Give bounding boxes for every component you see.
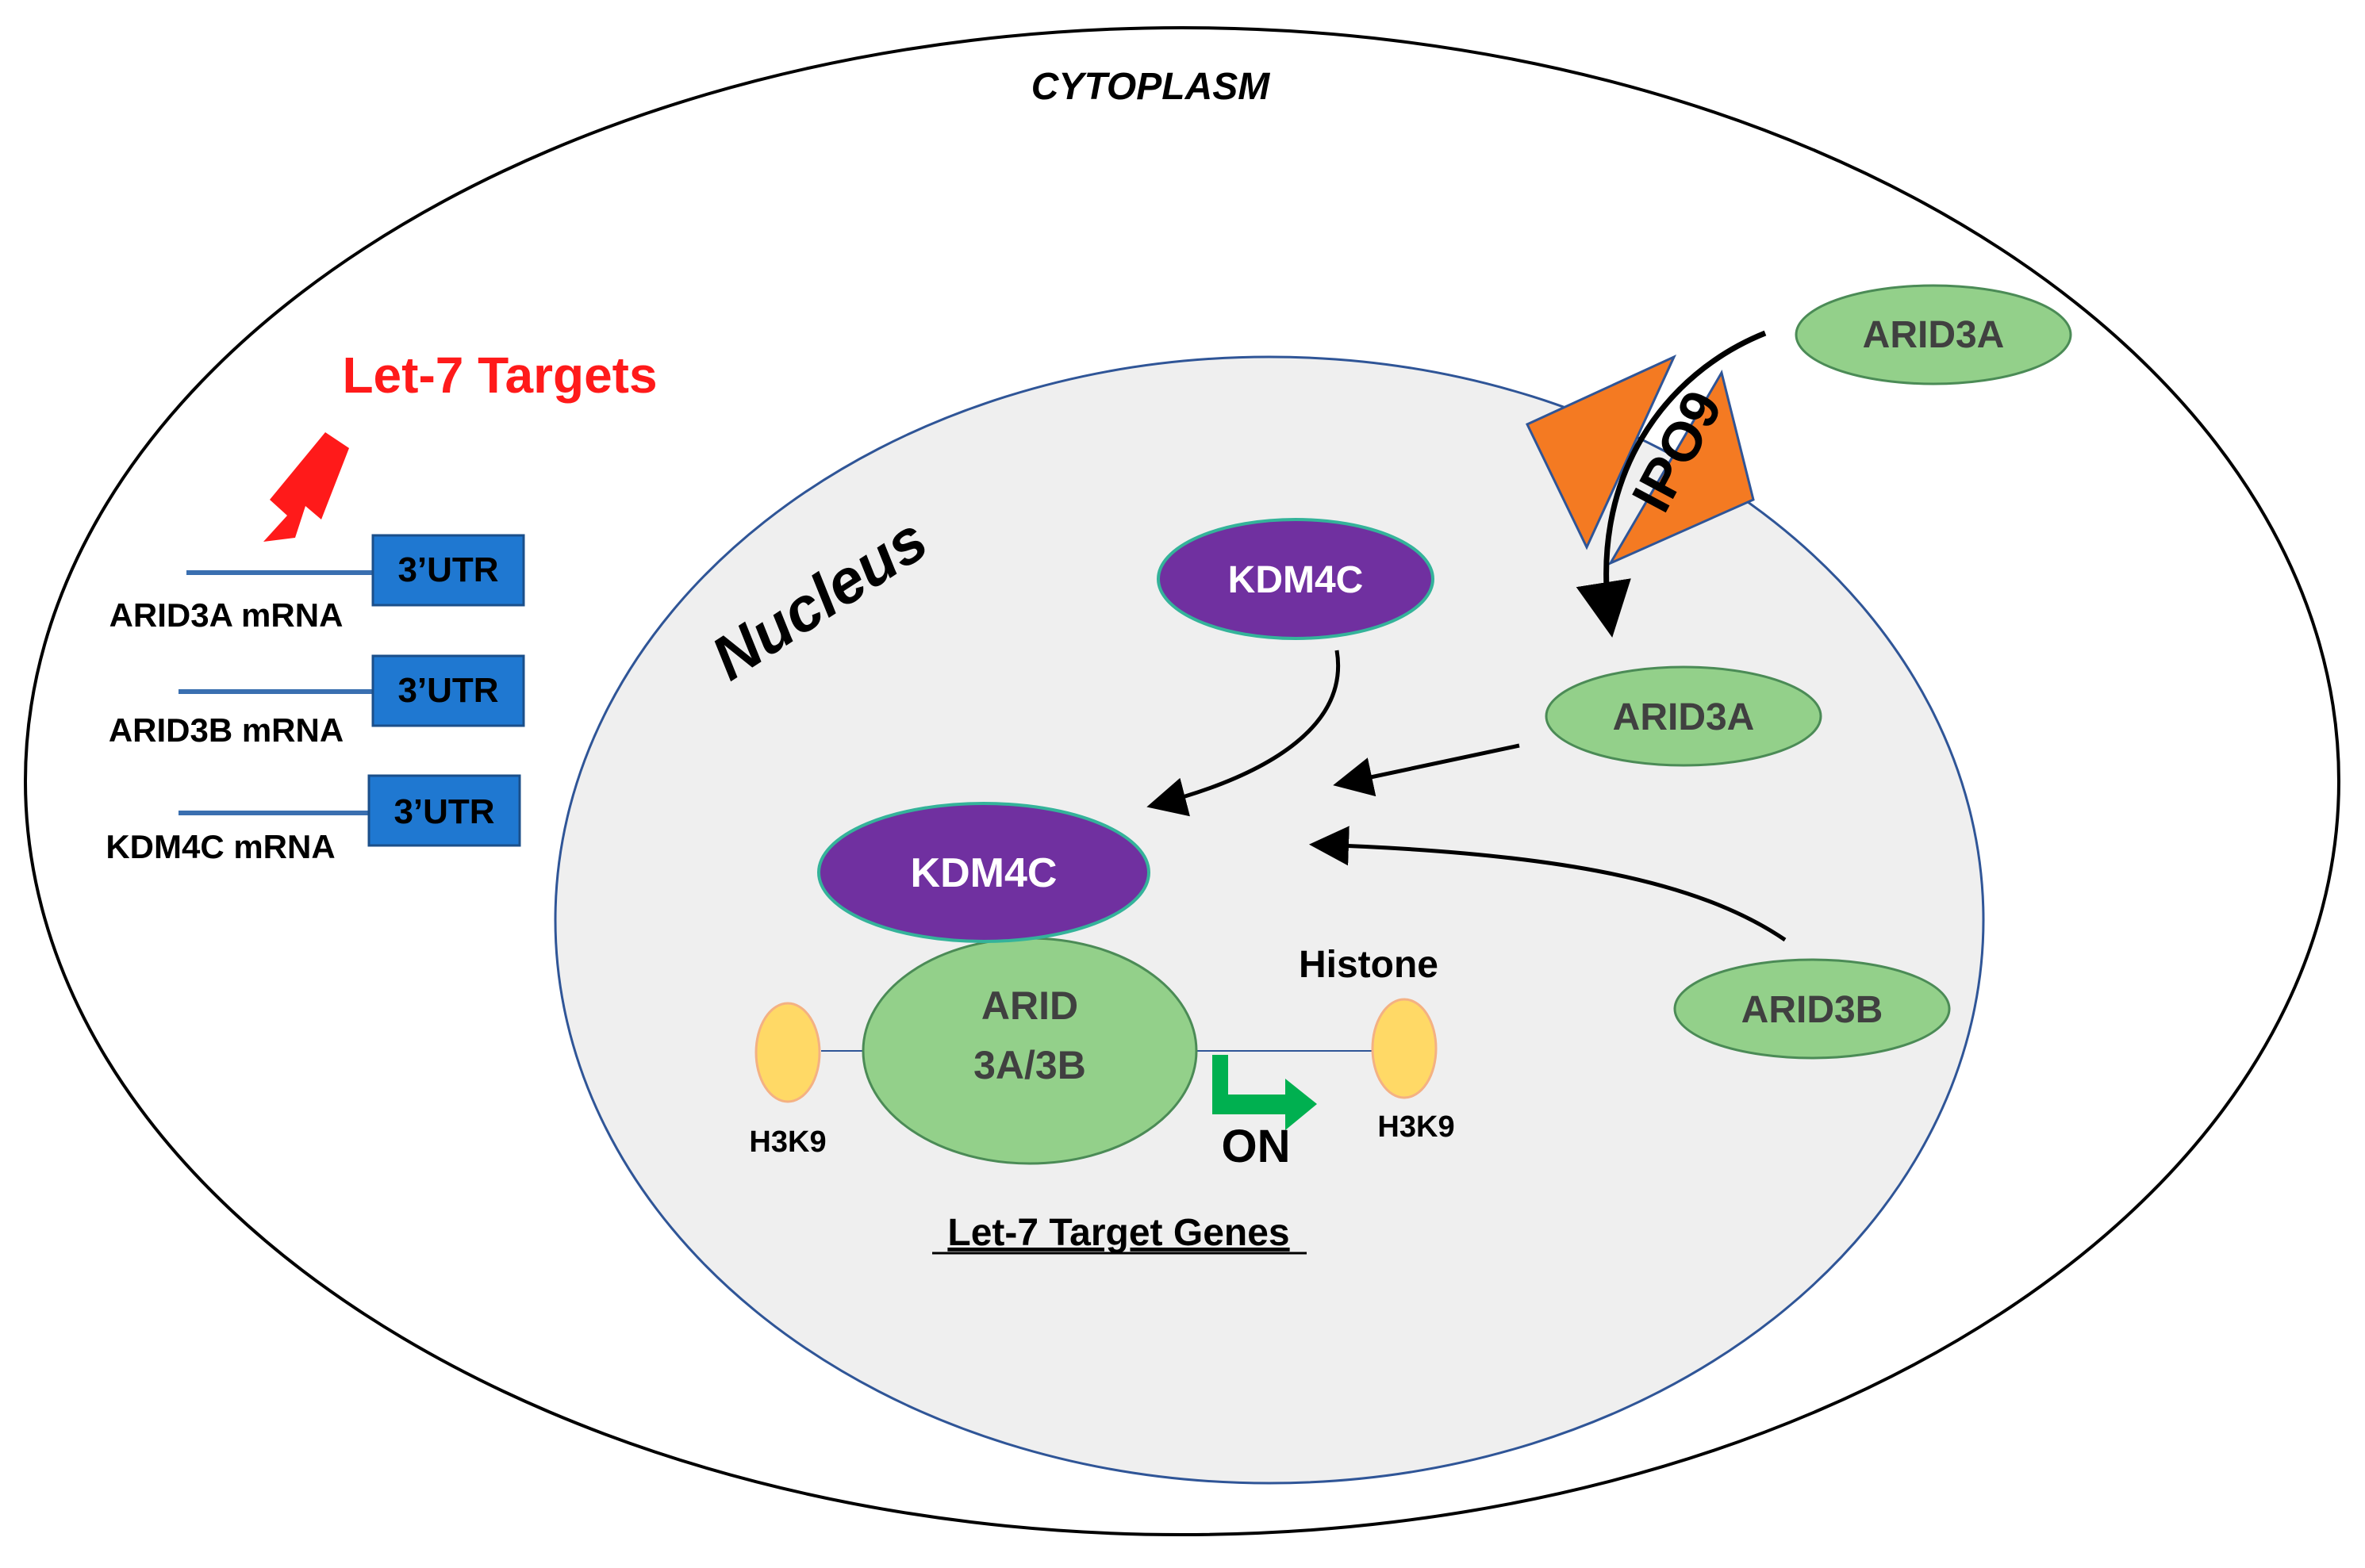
arid3a-cytoplasm-label: ARID3A [1863, 314, 2005, 356]
utr-box [371, 534, 525, 607]
arid3b-nucleus-label: ARID3B [1741, 989, 1883, 1031]
kdm4c-complex-label: KDM4C [911, 850, 1058, 896]
kdm4c-nucleus-label: KDM4C [1228, 559, 1364, 601]
import-arrow [1576, 330, 1767, 638]
cytoplasm-label: CYTOPLASM [1031, 66, 1270, 108]
mrna-label: ARID3B mRNA [109, 711, 344, 749]
arid3a-to-complex-arrow [1333, 743, 1520, 797]
kdm4c-nucleus [1157, 518, 1434, 640]
target-genes-label: Let-7 Target Genes [947, 1212, 1289, 1254]
nucleus [554, 355, 1985, 1485]
histone-right [1371, 998, 1438, 1099]
utr-box [367, 774, 521, 847]
red-arrow-icon [263, 432, 349, 542]
h3k9-right-label: H3K9 [1377, 1110, 1454, 1144]
mrna-arid3b: 3’UTR ARID3B mRNA [109, 654, 525, 749]
arid3a-nucleus [1545, 665, 1822, 767]
arid3a-cytoplasm [1795, 284, 2072, 385]
mrna-label: ARID3A mRNA [109, 596, 344, 634]
h3k9-left-label: H3K9 [749, 1125, 826, 1159]
let7-targets-title: Let-7 Targets [342, 347, 657, 404]
histone-label: Histone [1299, 944, 1438, 986]
arid3a-nucleus-label: ARID3A [1613, 696, 1755, 738]
arid3b-nucleus [1673, 958, 1951, 1060]
arid-complex-label-1: ARID [981, 983, 1078, 1028]
utr-label: 3’UTR [397, 550, 498, 589]
mrna-kdm4c: 3’UTR KDM4C mRNA [106, 774, 521, 865]
utr-label: 3’UTR [394, 792, 494, 831]
arid-complex-label-2: 3A/3B [973, 1043, 1086, 1087]
mrna-arid3a: 3’UTR ARID3A mRNA [109, 534, 525, 634]
histone-left [754, 1002, 821, 1103]
on-label: ON [1222, 1121, 1291, 1172]
mrna-label: KDM4C mRNA [106, 828, 335, 865]
on-arrow-icon [1212, 1055, 1317, 1130]
ipo9-triangle-left [1525, 354, 1677, 550]
kdm4c-to-complex-arrow [1146, 650, 1340, 817]
utr-label: 3’UTR [397, 671, 498, 710]
arid3b-to-complex-arrow [1309, 826, 1787, 942]
utr-box [371, 654, 525, 727]
kdm4c-complex [817, 802, 1150, 943]
ipo9-triangle-right [1607, 370, 1755, 566]
